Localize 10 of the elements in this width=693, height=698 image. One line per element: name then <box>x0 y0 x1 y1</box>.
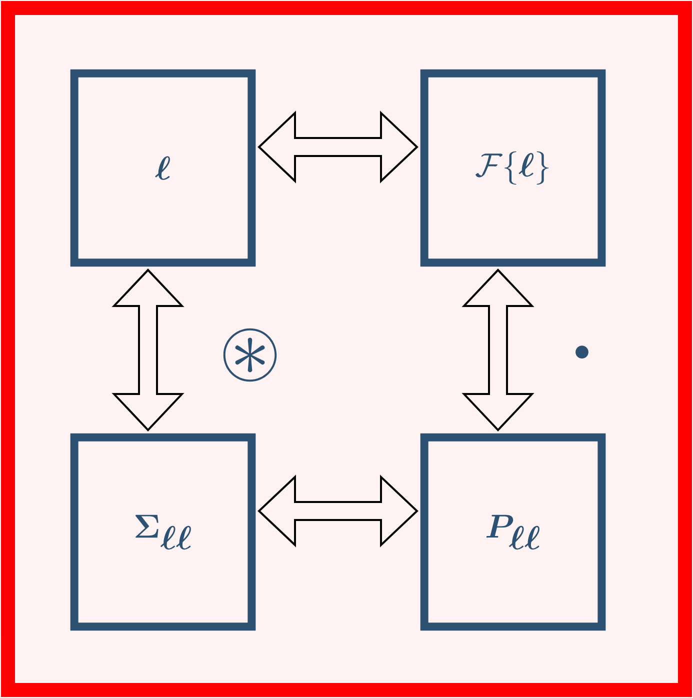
double-arrow <box>462 268 534 432</box>
double-arrow <box>258 110 418 184</box>
formula-box: $\mathcal{F}\{\boldsymbol{\ell}\}$ <box>420 69 606 267</box>
formula-box: $\boldsymbol{\ell}$ <box>70 69 256 267</box>
formula-box: $\boldsymbol{\Sigma}_{\boldsymbol{\ell}\boldsymbol{\ell}}$ <box>70 433 256 631</box>
double-arrow <box>258 474 418 548</box>
formula-box: $\boldsymbol{P}_{\boldsymbol{\ell}\boldsymbol{\ell}}$ <box>420 433 606 631</box>
operator-symbol: $\circledast$ <box>223 328 277 382</box>
operator-symbol: $\bullet$ <box>576 346 588 359</box>
double-arrow <box>112 268 184 432</box>
